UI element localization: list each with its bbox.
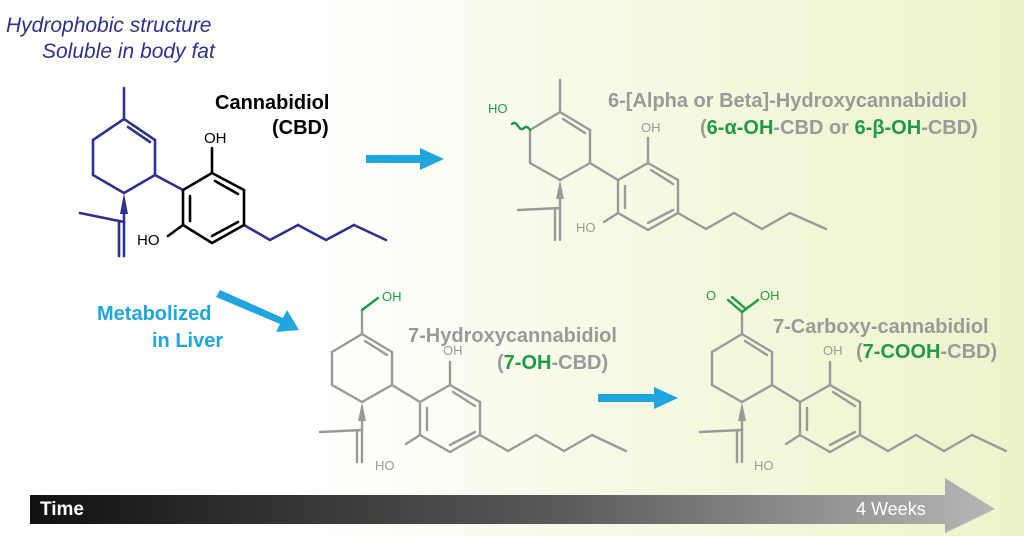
cbd-oh-top: OH — [204, 130, 227, 147]
cbd-oh-bottom: HO — [137, 232, 160, 249]
cbd-name: Cannabidiol — [215, 92, 330, 114]
carboxy7-oh-top: OH — [823, 343, 843, 358]
hydroxy7-oh-top: OH — [443, 343, 463, 358]
hydroxy7-oh-bottom: HO — [375, 458, 395, 473]
metabolized-line2: in Liver — [152, 330, 224, 352]
carboxy7-oh-bottom: HO — [754, 458, 774, 473]
hydroxy7-name: 7-Hydroxycannabidiol — [408, 325, 617, 347]
note-line2: Soluble in body fat — [42, 40, 215, 63]
hydroxy7-oh-group: OH — [382, 289, 402, 304]
metabolized-line1: Metabolized — [97, 303, 212, 325]
hydroxy6-oh-bottom: HO — [576, 220, 596, 235]
carboxy7-name: 7-Carboxy-cannabidiol — [773, 316, 989, 338]
arrow-cbd-to-6oh — [366, 148, 444, 170]
hydroxy7-molecule — [318, 296, 628, 464]
hydroxy6-name: 6-[Alpha or Beta]-Hydroxycannabidiol — [608, 90, 967, 112]
carboxy7-o-label: O — [706, 288, 717, 303]
note-line1: Hydrophobic structure — [6, 14, 212, 37]
hydroxy6-ho-label: HO — [488, 101, 508, 116]
arrow-7oh-to-7cooh — [598, 387, 678, 409]
carboxy7-oh-acid: OH — [760, 288, 780, 303]
timeline-arrow — [30, 478, 995, 533]
cbd-cyclohexene-ring — [78, 86, 388, 258]
arrow-cbd-to-7oh — [216, 290, 299, 332]
carboxy7-abbr: (7-COOH-CBD) — [856, 341, 998, 363]
timeline-start-label: Time — [40, 499, 85, 520]
cbd-aromatic-ring — [166, 146, 246, 245]
hydroxy6-oh-top: OH — [641, 120, 661, 135]
hydroxy7-abbr: (7-OH-CBD) — [497, 352, 609, 374]
hydroxy6-molecule — [510, 78, 828, 242]
cbd-abbr: (CBD) — [272, 117, 329, 139]
carboxy7-molecule — [698, 295, 1008, 464]
timeline-end-label: 4 Weeks — [856, 499, 926, 519]
cbd-molecule — [78, 86, 388, 258]
hydroxy6-abbr: (6-α-OH-CBD or 6-β-OH-CBD) — [700, 117, 978, 139]
